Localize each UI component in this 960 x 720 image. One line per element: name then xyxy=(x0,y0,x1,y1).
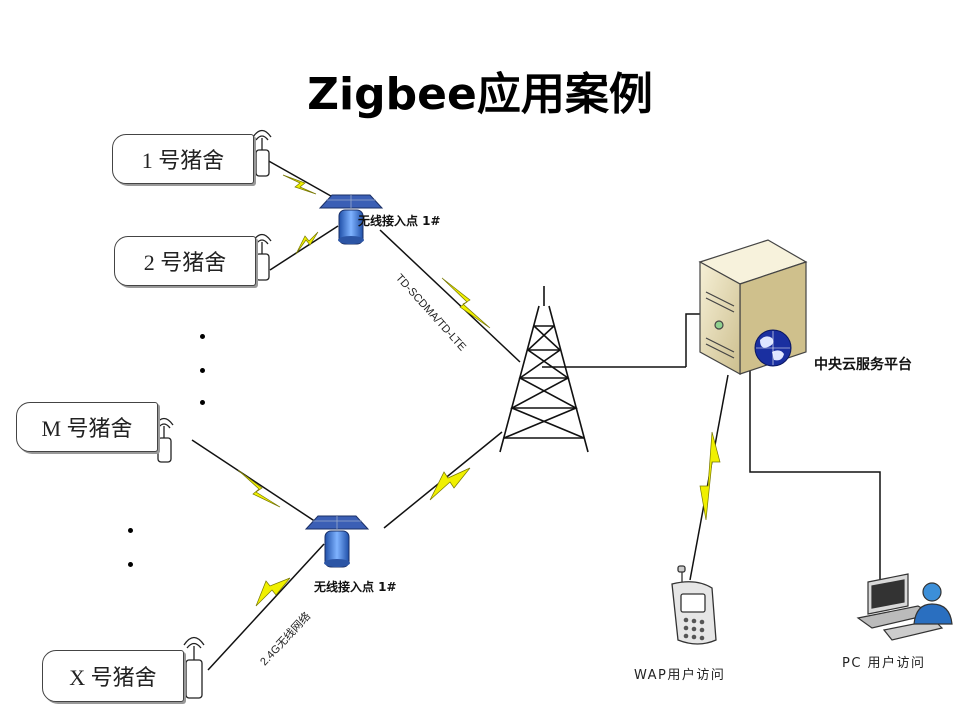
signal-ap2 xyxy=(429,467,471,501)
antenna-pen2 xyxy=(252,233,272,281)
cell-tower xyxy=(499,286,589,453)
ellipsis-dot xyxy=(128,528,133,533)
pen2-ap1-link xyxy=(269,225,339,271)
mobile-phone-icon xyxy=(671,565,717,645)
globe-icon xyxy=(754,329,792,367)
access-point-1-label: 无线接入点 1# xyxy=(358,214,441,228)
pen-2-label: 2 号猪舍 xyxy=(143,250,227,275)
platform-label: 中央云服务平台 xyxy=(814,357,912,373)
pen-2-box: 2 号猪舍 xyxy=(114,236,256,286)
pen-x-label: X 号猪舍 xyxy=(69,665,157,690)
pen-m-label: M 号猪舍 xyxy=(41,416,133,441)
penx-ap2-link xyxy=(207,543,325,671)
antenna-penm xyxy=(154,417,174,463)
wireless-signals xyxy=(237,174,721,607)
ellipsis-dot xyxy=(200,400,205,405)
pen-1-label: 1 号猪舍 xyxy=(141,148,225,173)
signal-penx xyxy=(255,577,291,607)
antenna-penx xyxy=(183,636,205,699)
antenna-pen1 xyxy=(252,129,272,177)
pen-1-box: 1 号猪舍 xyxy=(112,134,254,184)
access-point-2 xyxy=(304,515,370,568)
pc-user-icon xyxy=(856,573,953,641)
access-point-1 xyxy=(318,194,384,245)
signal-pen2 xyxy=(295,231,319,255)
ellipsis-dot xyxy=(128,562,133,567)
ap1-tower-link xyxy=(379,229,521,363)
penm-ap2-link xyxy=(191,439,317,523)
page-title: Zigbee应用案例 xyxy=(307,69,653,120)
connection-lines xyxy=(191,154,881,671)
pen1-ap1-link xyxy=(257,154,339,201)
pc-access-label: PC 用户访问 xyxy=(842,656,926,671)
signal-penm xyxy=(237,469,281,508)
access-point-2-label: 无线接入点 1# xyxy=(314,580,397,594)
pen-x-box: X 号猪舍 xyxy=(42,650,184,702)
signal-pen1 xyxy=(282,174,317,195)
server-pc-link xyxy=(749,304,881,585)
ellipsis-dot xyxy=(200,368,205,373)
wap-access-label: WAP用户访问 xyxy=(634,668,726,683)
ellipsis-dot xyxy=(200,334,205,339)
pen-m-box: M 号猪舍 xyxy=(16,402,158,452)
antennas xyxy=(154,129,272,699)
signal-ap1 xyxy=(441,277,491,329)
signal-phone xyxy=(699,431,721,521)
